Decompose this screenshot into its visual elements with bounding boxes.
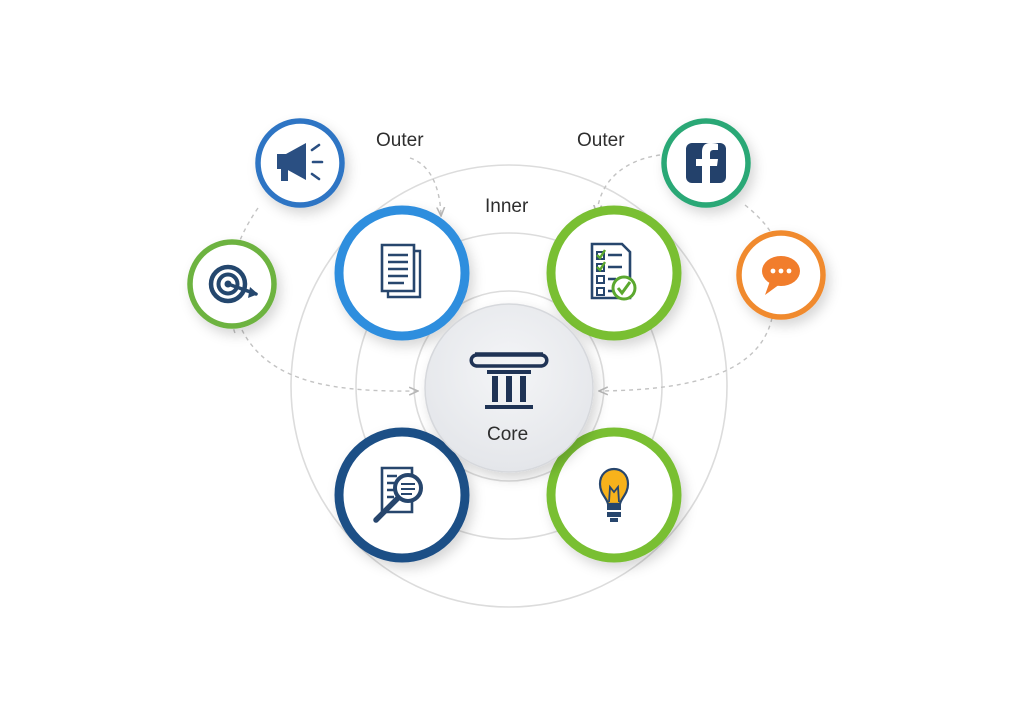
pillar-icon [469,352,549,409]
middle-ring [355,232,663,540]
facebook-icon [686,143,726,183]
connector-megaphone-arc [227,207,259,337]
inner-node-checklist[interactable] [546,205,682,341]
lightbulb-icon [598,468,630,522]
document-icon [380,243,422,299]
outer-ring [290,164,728,608]
target-icon [208,264,258,304]
core-label: Core [487,424,529,445]
checklist-icon [590,242,637,301]
inner-ring [413,290,605,482]
core-node[interactable] [424,303,594,473]
connector-outer-label-to-checklist [597,154,661,213]
outer-node-target[interactable] [187,239,277,329]
inner-node-search-document[interactable] [334,427,470,563]
outer-node-chat[interactable] [736,230,826,320]
connector-target-to-core [241,329,417,391]
outer-node-megaphone[interactable] [255,118,345,208]
outer-label-left: Outer [376,130,424,151]
chat-bubble-icon [762,256,800,295]
inner-node-lightbulb[interactable] [546,427,682,563]
outer-label-right: Outer [577,130,625,151]
inner-label: Inner [485,196,529,217]
connector-outer-label-to-document [409,157,441,215]
inner-node-document[interactable] [334,205,470,341]
outer-node-facebook[interactable] [661,118,751,208]
search-document-icon [373,466,423,523]
ring-guides [290,164,728,608]
connector-chat-to-core [600,317,773,391]
megaphone-icon [277,143,324,181]
